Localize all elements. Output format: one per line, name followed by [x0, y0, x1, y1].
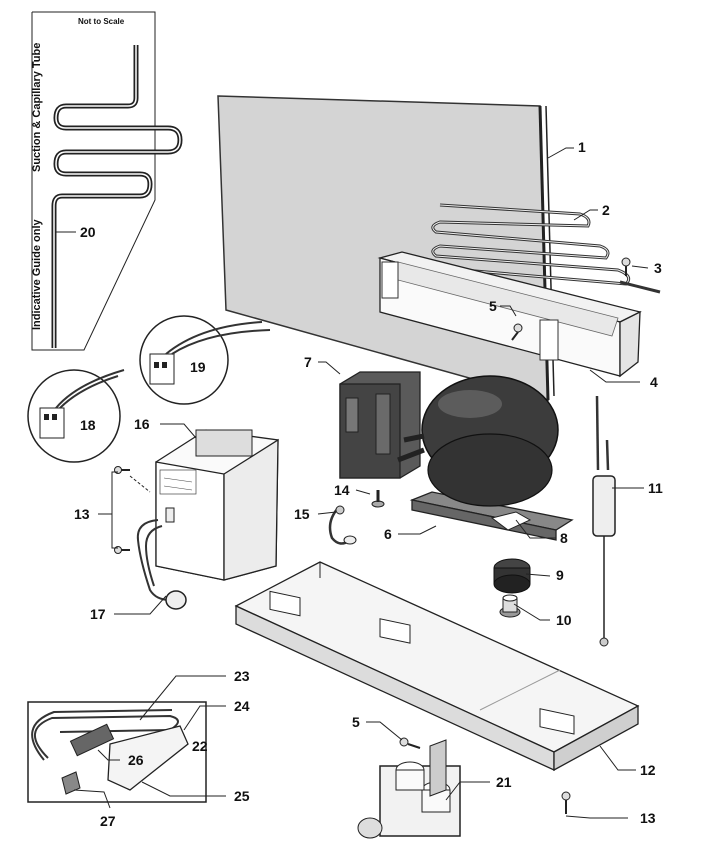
callout-21: 21 [496, 774, 512, 790]
callout-13b: 13 [640, 810, 656, 826]
water-valve [357, 739, 461, 839]
screw-13-lower [561, 791, 571, 814]
callout-16: 16 [134, 416, 150, 432]
callout-17: 17 [90, 606, 106, 622]
callout-13a: 13 [74, 506, 90, 522]
screw-5-valve [399, 737, 421, 749]
callout-1: 1 [578, 139, 586, 155]
callout-8: 8 [560, 530, 568, 546]
callout-15: 15 [294, 506, 310, 522]
thermostat-probe [592, 395, 616, 647]
mounting-spacer [499, 594, 521, 618]
base-plate [234, 561, 640, 772]
callout-2: 2 [602, 202, 610, 218]
callout-23: 23 [234, 668, 250, 684]
callout-14: 14 [334, 482, 350, 498]
callout-26: 26 [128, 752, 144, 768]
callout-7: 7 [304, 354, 312, 370]
starter-relay [339, 371, 421, 479]
screw-5-tray [511, 323, 523, 341]
callout-11: 11 [648, 480, 663, 496]
callout-27: 27 [100, 813, 116, 829]
rubber-grommet [493, 558, 531, 594]
callout-24: 24 [234, 698, 250, 714]
callout-4: 4 [650, 374, 658, 390]
callout-9: 9 [556, 567, 564, 583]
callout-20: 20 [80, 224, 96, 240]
drain-tray [377, 251, 642, 378]
callout-3: 3 [654, 260, 662, 276]
defrost-heater-coil [431, 203, 661, 294]
connector-18-inset [27, 369, 125, 463]
callout-12: 12 [640, 762, 656, 778]
filter-kit-inset [27, 701, 207, 803]
callout-25: 25 [234, 788, 250, 804]
earth-lead [328, 505, 357, 545]
connector-19-inset [139, 315, 271, 405]
callout-labels: 1 2 3 4 5 6 7 8 9 10 11 12 13 13 14 15 1… [74, 139, 663, 829]
leader-lines [73, 147, 649, 819]
compressor [397, 375, 574, 541]
indicative-guide-label: Indicative Guide only [31, 218, 43, 330]
suction-tube-label: Suction & Capillary Tube [31, 43, 43, 172]
cabinet-back-panel [217, 95, 555, 401]
screw-3 [621, 257, 631, 276]
screws-13-upper [114, 466, 151, 554]
control-module [155, 429, 279, 581]
sensor-lead-bulb [136, 519, 187, 610]
not-to-scale-label: Not to Scale [78, 17, 125, 26]
callout-10: 10 [556, 612, 572, 628]
screw-14 [371, 490, 385, 508]
callout-18: 18 [80, 417, 96, 433]
callout-19: 19 [190, 359, 206, 375]
callout-5a: 5 [489, 298, 497, 314]
callout-22: 22 [192, 738, 208, 754]
capillary-tube-guide: Not to Scale Suction & Capillary Tube In… [31, 11, 183, 351]
callout-5b: 5 [352, 714, 360, 730]
callout-6: 6 [384, 526, 392, 542]
